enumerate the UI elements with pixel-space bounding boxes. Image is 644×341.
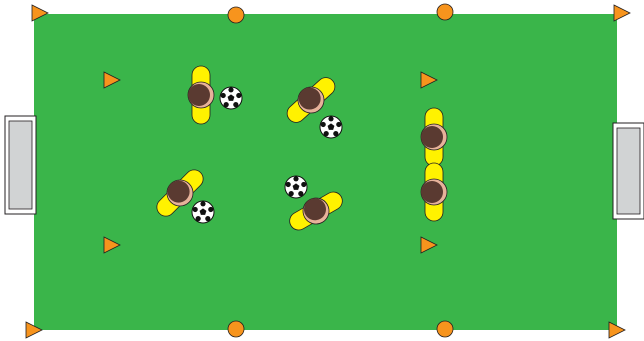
player-icon-6 (421, 163, 447, 221)
round-cone-icon-1 (228, 7, 244, 23)
player-icon-5 (421, 108, 447, 166)
pitch (34, 14, 617, 330)
soccer-ball-icon-3 (192, 201, 214, 223)
soccer-ball-icon-4 (285, 176, 307, 198)
pitch-layer (34, 14, 617, 330)
goal-icon-left (5, 116, 36, 214)
soccer-ball-icon-2 (320, 116, 342, 138)
soccer-ball-icon-1 (220, 87, 242, 109)
round-cone-icon-3 (228, 321, 244, 337)
triangle-cone-icon-2 (614, 5, 630, 21)
round-cone-icon-2 (437, 4, 453, 20)
player-icon-1 (188, 66, 214, 124)
goal-icon-right (613, 123, 644, 219)
round-cone-icon-4 (437, 321, 453, 337)
